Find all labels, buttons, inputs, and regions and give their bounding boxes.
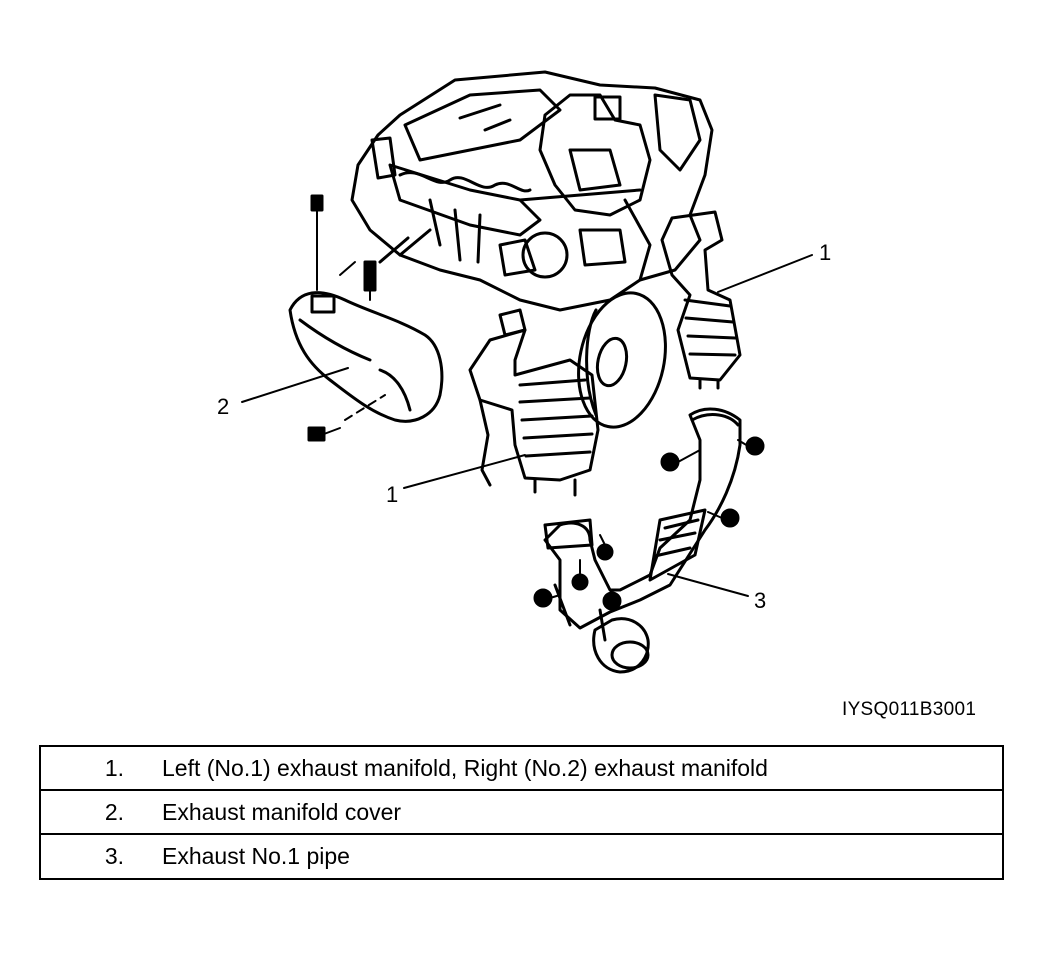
- legend-number: 1.: [104, 754, 124, 781]
- left-exhaust-manifold: [468, 308, 600, 497]
- legend-number: 2.: [104, 798, 124, 825]
- exhaust-no1-pipe: [543, 407, 742, 674]
- legend-text: Exhaust manifold cover: [162, 798, 402, 825]
- engine-exhaust-diagram: [241, 70, 813, 674]
- exhaust-manifold-cover: [288, 228, 444, 423]
- flywheel-illustration: [577, 291, 667, 429]
- figure-id: IYSQ011B3001: [842, 699, 977, 720]
- legend-table: 1. Left (No.1) exhaust manifold, Right (…: [39, 745, 1004, 880]
- nut-leader-lines: [549, 439, 749, 599]
- callout-2: 2: [217, 394, 230, 419]
- legend-text: Left (No.1) exhaust manifold, Right (No.…: [162, 754, 768, 781]
- right-exhaust-manifold: [660, 210, 742, 390]
- legend-row: 3. Exhaust No.1 pipe: [41, 835, 1002, 878]
- callout-leaders: [241, 254, 813, 597]
- legend-text: Exhaust No.1 pipe: [162, 843, 350, 869]
- callout-1-right: 1: [819, 240, 832, 265]
- legend-row: 2. Exhaust manifold cover: [41, 791, 1002, 835]
- engine-illustration: [350, 70, 714, 312]
- callout-1-left: 1: [386, 482, 399, 507]
- callout-3: 3: [754, 588, 767, 613]
- cover-bolts: [307, 194, 386, 442]
- legend-number: 3.: [104, 843, 124, 869]
- legend-row: 1. Left (No.1) exhaust manifold, Right (…: [41, 747, 1002, 791]
